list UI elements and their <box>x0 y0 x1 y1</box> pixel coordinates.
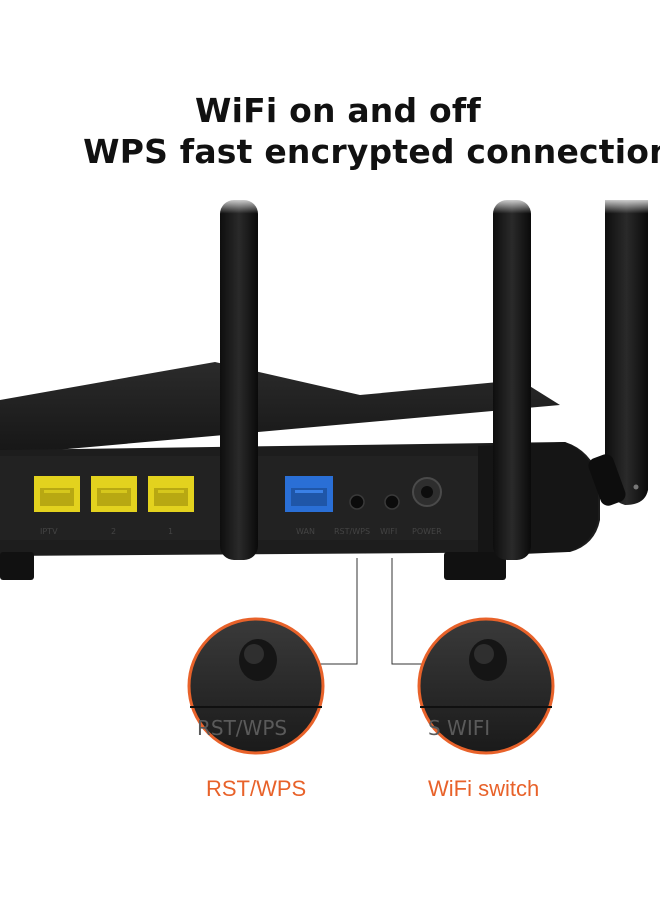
router-foot-right <box>444 552 506 580</box>
lan-port-1 <box>148 476 194 512</box>
caption-rst-wps: RST/WPS <box>206 776 307 801</box>
port-label-2: 2 <box>111 527 116 536</box>
antenna-middle <box>493 200 531 560</box>
port-label-iptv: IPTV <box>40 527 58 536</box>
lan-port-2 <box>91 476 137 512</box>
wifi-button-hole <box>384 494 400 510</box>
callout-rst-wps: RST/WPS <box>187 617 325 755</box>
headline-line-2: WPS fast encrypted connection <box>83 132 660 171</box>
wan-port <box>285 476 333 512</box>
antenna-right-joint <box>588 454 626 506</box>
antenna-left <box>220 200 258 560</box>
lan-port-iptv <box>34 476 80 512</box>
caption-wifi-switch: WiFi switch <box>428 776 540 801</box>
callout-wifi-switch: S WIFI <box>417 617 555 755</box>
port-label-wan: WAN <box>296 527 315 536</box>
router-top-surface <box>0 362 560 455</box>
port-label-rst-wps: RST/WPS <box>334 527 370 536</box>
leader-line-rst-wps <box>312 558 358 665</box>
rst-wps-button-hole <box>349 494 365 510</box>
port-label-1: 1 <box>168 527 173 536</box>
engraving-rst-wps: RST/WPS <box>197 716 287 740</box>
headline-line-1: WiFi on and off <box>195 91 481 130</box>
router-foot-left <box>0 552 34 580</box>
leader-line-wifi <box>391 558 432 665</box>
antenna-right <box>605 200 648 505</box>
port-label-wifi: WIFI <box>380 527 397 536</box>
engraving-wifi: S WIFI <box>428 716 490 740</box>
port-label-power: POWER <box>412 527 442 536</box>
